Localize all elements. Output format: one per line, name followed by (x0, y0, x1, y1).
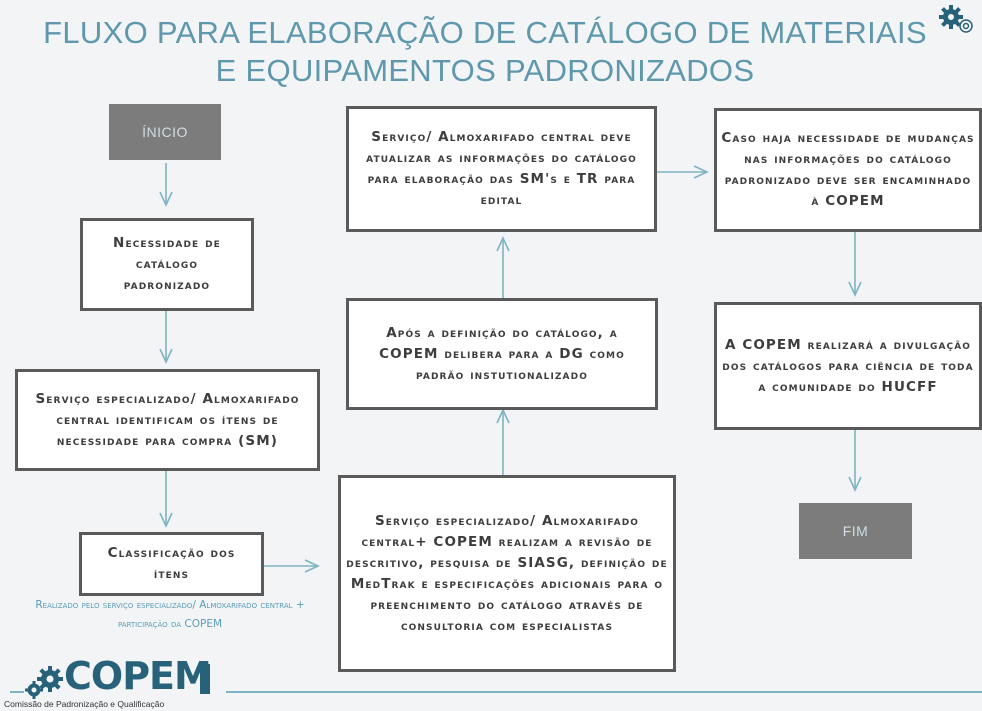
footer-rule-left (10, 691, 24, 693)
step-divulgacao: A COPEM realizará a divulgação dos catál… (714, 302, 982, 430)
step-necessidade: Necessidade de catálogo padronizado (80, 218, 254, 311)
footer-rule (226, 691, 982, 693)
step-atualizar: Serviço/ Almoxarifado central deve atual… (346, 106, 657, 232)
page-title: FLUXO PARA ELABORAÇÃO DE CATÁLOGO DE MAT… (43, 15, 927, 88)
copem-wordmark: COPEM (64, 654, 212, 698)
step-identificam: Serviço especializado/ Almoxarifado cent… (15, 369, 320, 471)
end-terminal: FIM (799, 503, 912, 559)
step-revisao: Serviço especializado/ Almoxarifado cent… (338, 475, 676, 672)
copem-gears-icon (25, 666, 63, 699)
gears-icon (939, 5, 973, 33)
classificacao-note: Realizado pelo serviço especializado/ Al… (35, 599, 305, 630)
step-classificacao: Classificação dos ítens (79, 532, 264, 596)
copem-badge (200, 664, 210, 694)
step-definicao: Após a definição do catálogo, a COPEM de… (346, 298, 658, 410)
start-terminal: ÍNICIO (109, 104, 221, 160)
step-mudancas: Caso haja necessidade de mudanças nas in… (714, 108, 982, 232)
copem-caption: Comissão de Padronização e Qualificação (4, 699, 165, 709)
